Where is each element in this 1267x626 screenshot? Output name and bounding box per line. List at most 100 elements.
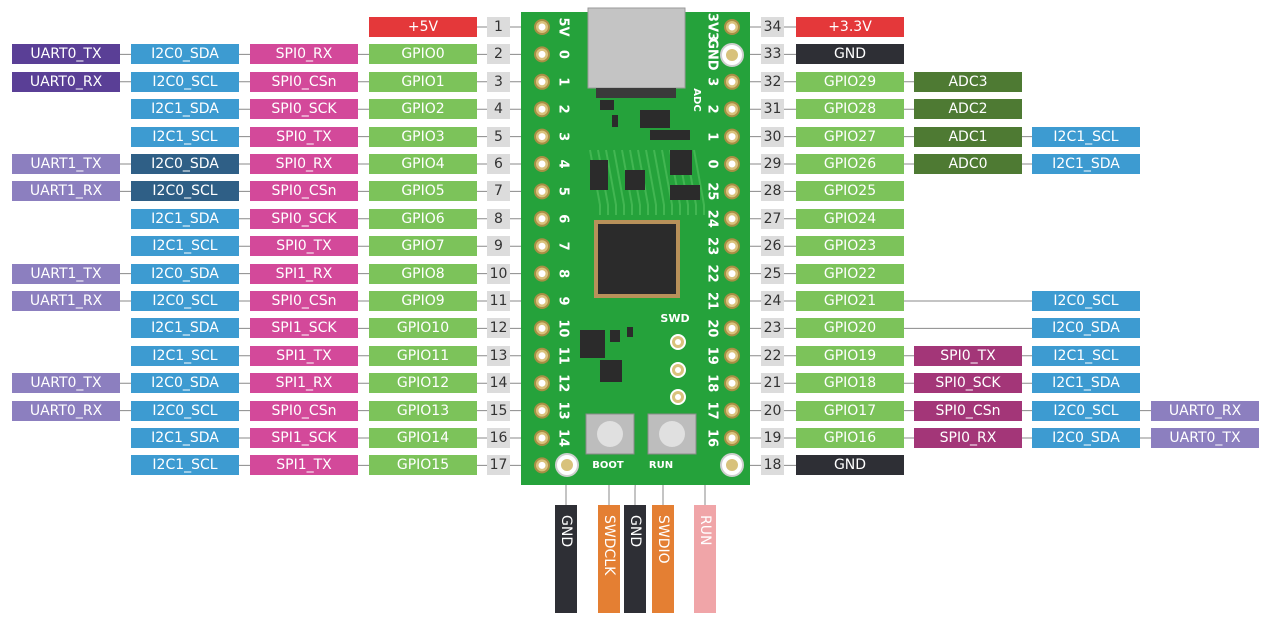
silkscreen-label: 12 — [556, 374, 571, 392]
pin-number: 16 — [487, 428, 510, 448]
spi-label: SPI0_TX — [914, 345, 1022, 366]
spi-label: SPI0_RX — [914, 428, 1022, 448]
spi-label: SPI0_RX — [250, 44, 358, 65]
header-hole-center — [728, 105, 736, 113]
silkscreen-label: 13 — [556, 402, 571, 420]
spi-label: SPI0_SCK — [914, 373, 1022, 394]
smd-component — [612, 115, 618, 127]
smd-component — [625, 170, 645, 190]
header-hole-center — [728, 379, 736, 387]
header-hole-center — [728, 297, 736, 305]
pin-number: 21 — [761, 373, 784, 394]
i2c-label: I2C1_SDA — [131, 208, 239, 229]
i2c-label: I2C1_SCL — [1032, 345, 1140, 366]
gpio-label: GPIO16 — [796, 428, 904, 448]
pin-number: 19 — [761, 428, 784, 448]
pin-number: 13 — [487, 345, 510, 366]
silkscreen-label: 0 — [556, 50, 571, 59]
swd-hole-center — [675, 367, 681, 373]
i2c-label: I2C0_SCL — [131, 181, 239, 202]
pin-number: 25 — [761, 263, 784, 284]
silkscreen-label: GND — [705, 38, 720, 71]
gpio-label: GPIO4 — [369, 154, 477, 174]
uart-label: UART1_TX — [12, 263, 120, 284]
adc-label: ADC2 — [914, 99, 1022, 120]
smd-component — [650, 130, 690, 140]
spi-label: SPI1_SCK — [250, 428, 358, 448]
header-hole-center — [538, 160, 546, 168]
header-hole-center — [728, 407, 736, 415]
header-hole-center — [538, 23, 546, 31]
pcb-trace — [645, 149, 657, 215]
i2c-label: I2C1_SDA — [1032, 373, 1140, 394]
i2c-label: I2C0_SDA — [131, 263, 239, 284]
header-hole-center — [728, 324, 736, 332]
boot-silk: BOOT — [592, 460, 624, 471]
gnd-label: GND — [796, 44, 904, 65]
uart-label: UART0_TX — [12, 44, 120, 65]
silkscreen-label: 21 — [705, 292, 720, 310]
uart-label: UART1_TX — [12, 154, 120, 174]
gpio-label: GPIO11 — [369, 345, 477, 366]
pcb-trace — [605, 149, 617, 215]
silkscreen-label: 22 — [705, 265, 720, 283]
rp2040-chip — [598, 224, 676, 294]
header-hole-center — [728, 215, 736, 223]
i2c-label: I2C1_SCL — [1032, 126, 1140, 147]
spi-label: SPI0_CSn — [914, 400, 1022, 421]
pin-number: 15 — [487, 400, 510, 421]
i2c-label: I2C1_SDA — [131, 318, 239, 339]
silkscreen-label: 5 — [556, 187, 571, 196]
silkscreen-label: 11 — [556, 347, 571, 365]
pin-number: 31 — [761, 99, 784, 120]
gnd-vertical-label: GND — [555, 505, 577, 613]
i2c-label: I2C1_SCL — [131, 345, 239, 366]
boot-button-cap — [597, 421, 623, 447]
pin-number: 34 — [761, 17, 784, 37]
header-hole-center — [538, 461, 546, 469]
silkscreen-label: 18 — [705, 374, 720, 392]
spi-label: SPI1_RX — [250, 373, 358, 394]
mounting-hole-ring — [726, 49, 738, 61]
spi-label: SPI0_SCK — [250, 99, 358, 120]
pin-number: 3 — [487, 71, 510, 92]
spi-label: SPI0_SCK — [250, 208, 358, 229]
gpio-label: GPIO7 — [369, 236, 477, 257]
smd-component — [670, 150, 692, 175]
pcb-trace — [613, 149, 625, 215]
silkscreen-label: 1 — [705, 132, 720, 141]
smd-component — [580, 330, 605, 358]
smd-component — [627, 327, 633, 337]
gpio-label: GPIO26 — [796, 154, 904, 174]
header-hole-center — [538, 407, 546, 415]
pin-number: 9 — [487, 236, 510, 257]
adc-label: ADC1 — [914, 126, 1022, 147]
gpio-label: GPIO1 — [369, 71, 477, 92]
silkscreen-label: 2 — [705, 105, 720, 114]
header-hole-center — [728, 187, 736, 195]
silkscreen-label: 6 — [556, 214, 571, 223]
header-hole-center — [538, 352, 546, 360]
swd-hole-center — [675, 339, 681, 345]
header-hole-center — [538, 270, 546, 278]
pin-number: 4 — [487, 99, 510, 120]
i2c-label: I2C1_SCL — [131, 455, 239, 476]
header-hole-center — [728, 352, 736, 360]
pin-number: 29 — [761, 154, 784, 174]
header-hole-center — [538, 379, 546, 387]
i2c-label: I2C0_SDA — [1032, 318, 1140, 339]
gnd-vertical-label: GND — [624, 505, 646, 613]
gpio-label: GPIO20 — [796, 318, 904, 339]
power-label: +5V — [369, 17, 477, 37]
pin-number: 18 — [761, 455, 784, 476]
pcb-trace — [661, 149, 673, 215]
pin-number: 7 — [487, 181, 510, 202]
adc-silk: ADC — [691, 88, 702, 111]
smd-component — [640, 110, 670, 128]
spi-label: SPI0_TX — [250, 126, 358, 147]
uart-label: UART0_TX — [1151, 428, 1259, 448]
i2c-label: I2C1_SDA — [131, 99, 239, 120]
i2c-label: I2C0_SDA — [131, 373, 239, 394]
silkscreen-label: 2 — [556, 105, 571, 114]
